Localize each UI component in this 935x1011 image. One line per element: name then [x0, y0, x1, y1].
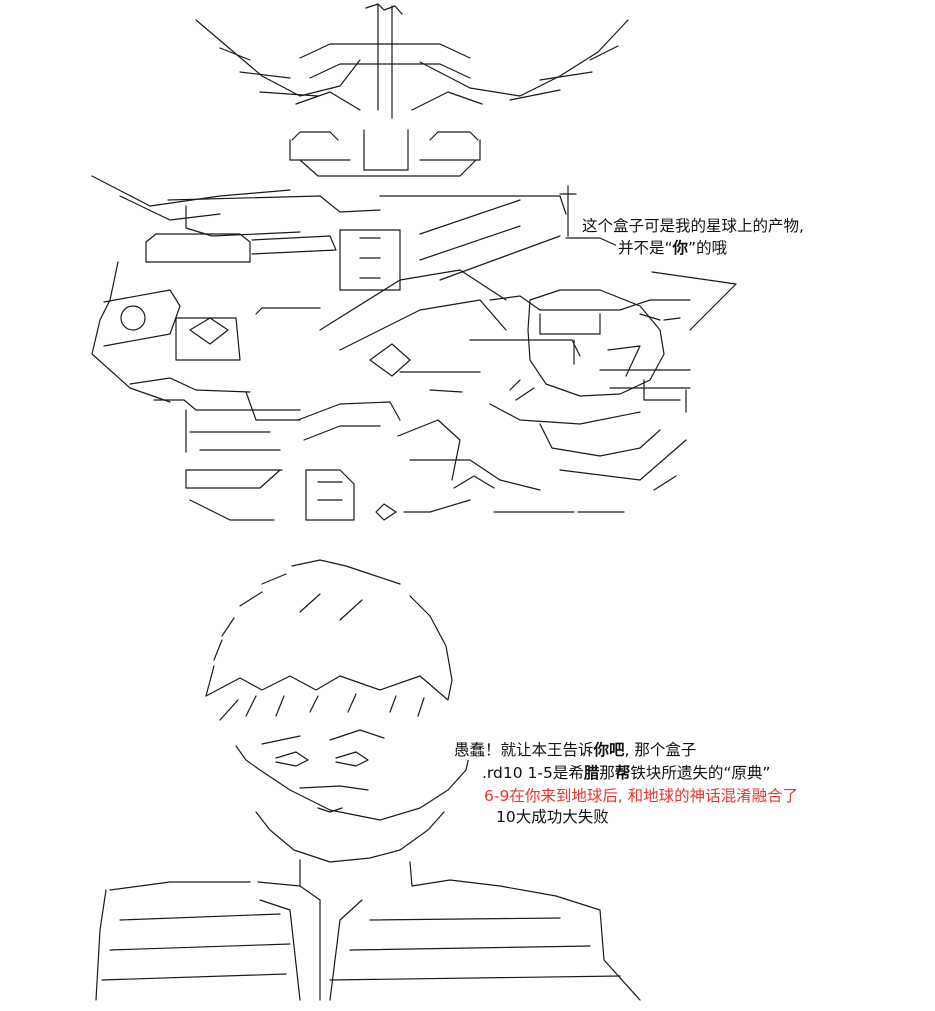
boy-face-art [235, 729, 471, 863]
boy-dialog-line2-post: 铁块所遗失的“原典” [630, 764, 771, 782]
robot-dialog-emphasis: 你 [672, 239, 689, 257]
robot-dialog-line2-pre: 并不是“ [618, 239, 673, 257]
robot-arm-art [469, 185, 737, 491]
boy-dialog-line1-post: , 那个盒子 [624, 741, 697, 759]
boy-dialog-line2-emphasis-2: 帮 [614, 764, 631, 782]
robot-head-art [195, 3, 629, 177]
robot-dialog-line2: 并不是“你”的哦 [616, 238, 730, 258]
boy-body-art [95, 859, 641, 1001]
boy-dialog-line2: .rd10 1-5是希腊那帮铁块所遗失的“原典” [480, 763, 773, 783]
boy-dialog-line2-mid: 那 [599, 764, 615, 782]
boy-dialog-line4: 10大成功大失败 [494, 807, 611, 827]
boy-dialog-line2-pre: .rd10 1-5是希 [482, 764, 584, 782]
boy-dialog-line1-emphasis: 你吧 [593, 741, 625, 759]
robot-body-art [91, 175, 625, 521]
boy-dialog-line3: 6-9在你来到地球后, 和地球的神话混淆融合了 [482, 786, 801, 806]
boy-dialog-line2-emphasis-1: 腊 [583, 764, 600, 782]
boy-dialog-line1: 愚蠢！就让本王告诉你吧, 那个盒子 [452, 740, 699, 760]
boy-hair-art [205, 559, 453, 721]
robot-dialog-line1: 这个盒子可是我的星球上的产物, [580, 216, 806, 236]
robot-dialog-line2-post: ”的哦 [688, 239, 728, 257]
boy-dialog-line1-pre: 愚蠢！就让本王告诉 [454, 741, 594, 759]
